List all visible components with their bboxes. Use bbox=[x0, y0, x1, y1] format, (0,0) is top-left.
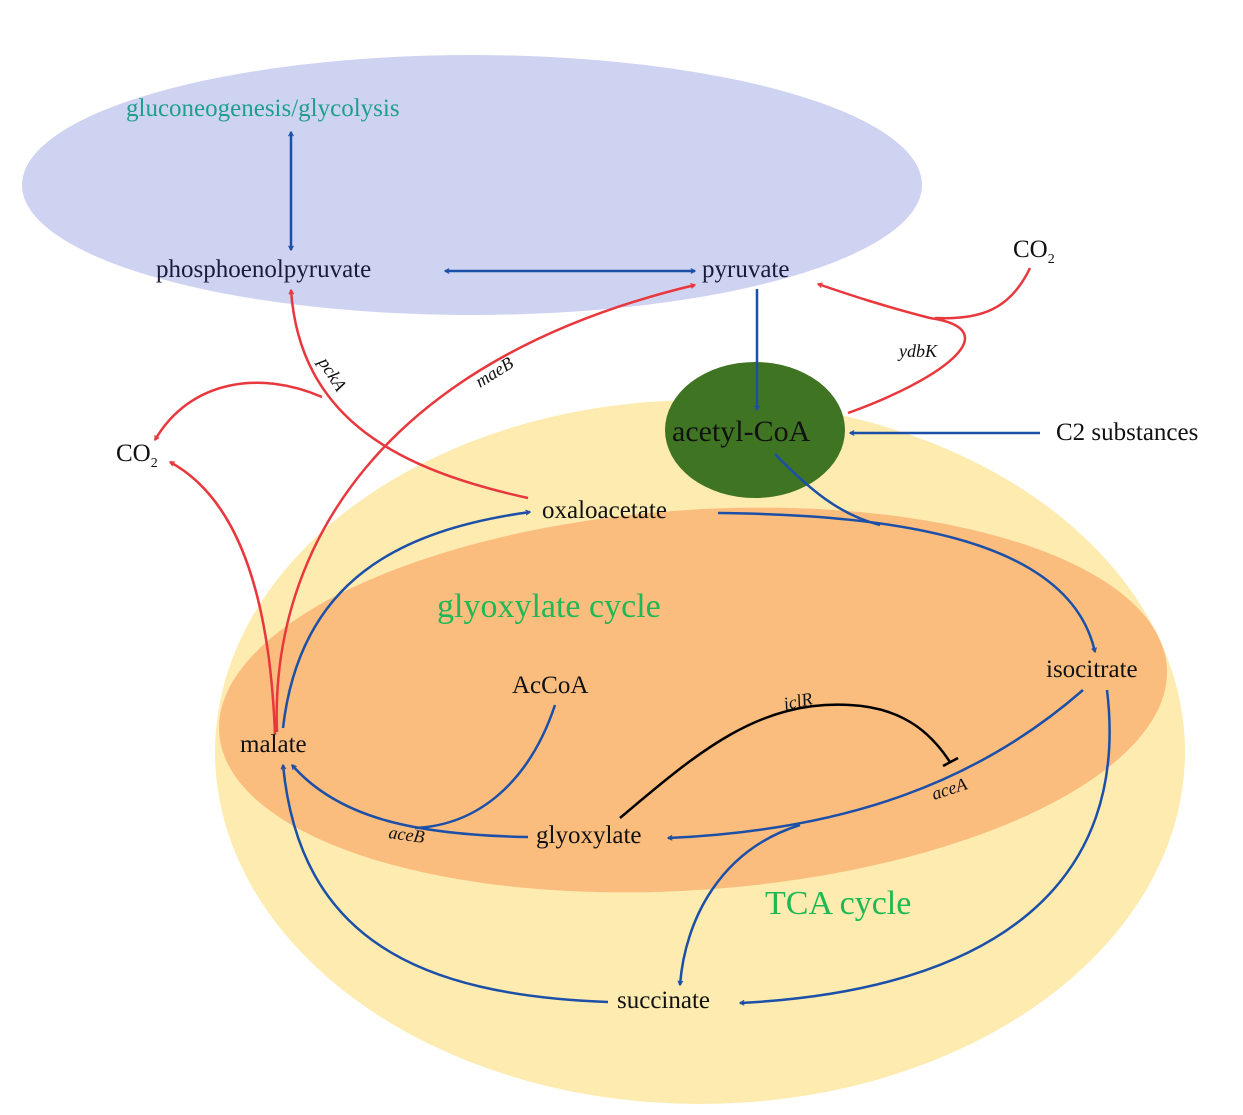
gene-label-aceB: aceB bbox=[387, 822, 425, 847]
node-c2-substances: C2 substances bbox=[1056, 419, 1198, 446]
inhibition-iclR-aceA bbox=[619, 703, 959, 819]
glyoxylate-region bbox=[218, 507, 1168, 893]
arrow-oaa-isocitrate bbox=[717, 511, 1097, 654]
gene-label-pckA: pckA bbox=[314, 352, 352, 396]
arrow-malate-oaa bbox=[281, 509, 532, 729]
arrow-acetylcoa-join bbox=[774, 453, 881, 527]
node-phosphoenolpyruvate: phosphoenolpyruvate bbox=[156, 256, 371, 283]
arrow-isocitrate-glyoxylate bbox=[666, 689, 1084, 841]
node-succinate: succinate bbox=[617, 987, 710, 1014]
arrow-succinate-malate bbox=[280, 763, 609, 1004]
region-label-glycolysis: gluconeogenesis/glycolysis bbox=[126, 95, 400, 122]
arrow-co2-ydbK bbox=[934, 267, 1032, 320]
node-pyruvate: pyruvate bbox=[702, 256, 789, 283]
gene-label-ydbK: ydbK bbox=[897, 341, 938, 361]
arrow-oaa-pep-pckA bbox=[288, 288, 529, 500]
arrow-acea-succinate bbox=[677, 823, 801, 987]
node-glyoxylate: glyoxylate bbox=[536, 822, 642, 849]
arrow-malate-pyruvate-maeB bbox=[275, 283, 697, 733]
node-co2-left: CO2 bbox=[116, 440, 158, 471]
node-accoa: AcCoA bbox=[512, 672, 588, 699]
glycolysis-region bbox=[22, 55, 922, 315]
arrow-pckA-co2 bbox=[153, 381, 323, 442]
arrow-accoa-aceb bbox=[414, 704, 557, 830]
gene-label-maeB: maeB bbox=[472, 353, 517, 392]
node-oxaloacetate: oxaloacetate bbox=[542, 497, 667, 524]
node-acetyl-coa: acetyl-CoA bbox=[672, 415, 811, 448]
region-label-glyoxylate: glyoxylate cycle bbox=[437, 588, 661, 625]
arrow-isocitrate-succinate bbox=[738, 689, 1111, 1006]
arrow-malate-co2 bbox=[168, 460, 277, 736]
node-isocitrate: isocitrate bbox=[1046, 656, 1138, 683]
node-malate: malate bbox=[240, 731, 307, 758]
arrow-glyoxylate-malate bbox=[291, 764, 529, 839]
node-co2-top: CO2 bbox=[1013, 236, 1055, 267]
acetyl-coa-node bbox=[665, 362, 845, 498]
arrow-acetylcoa-pyruvate-ydbK bbox=[816, 282, 967, 415]
region-label-tca: TCA cycle bbox=[765, 885, 911, 922]
